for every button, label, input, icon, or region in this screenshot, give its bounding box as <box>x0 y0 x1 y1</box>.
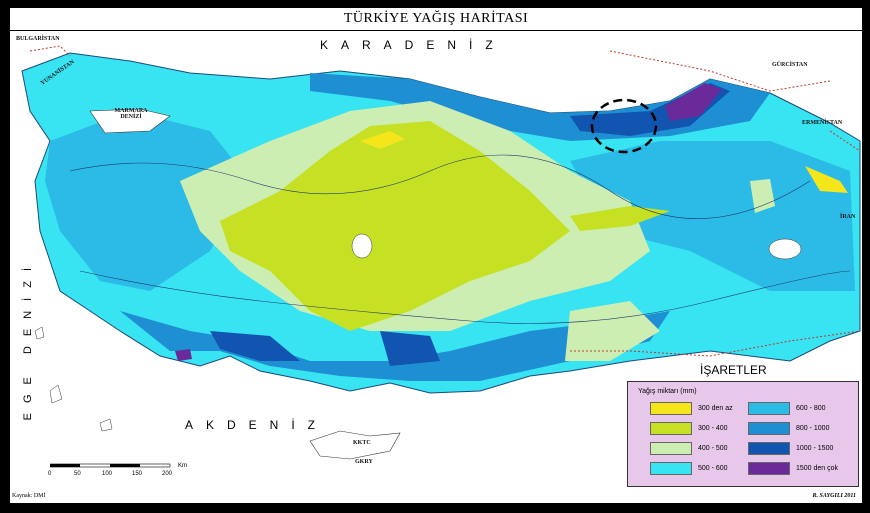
zone-1500-plus-rize <box>665 83 722 121</box>
lake-tuz <box>351 233 373 259</box>
zone-800-1000-south <box>120 311 670 381</box>
scale-unit: Km <box>178 463 187 469</box>
legend-item: 300 den az <box>650 401 733 415</box>
legend-label: 300 den az <box>698 404 733 412</box>
zone-300-400-central <box>220 121 570 331</box>
zone-1000-1500-south <box>210 331 300 361</box>
sea-label-karadeniz: KARADENİZ <box>320 38 506 52</box>
border-line <box>29 45 861 357</box>
scale-bar: 0 50 100 150 200 Km <box>48 461 190 479</box>
contour-line <box>69 154 811 219</box>
legend-item: 500 - 600 <box>650 461 728 475</box>
zone-under-300-igdir <box>805 166 848 193</box>
scale-bar-graphic <box>49 463 171 468</box>
legend-label: 400 - 500 <box>698 444 728 452</box>
scale-tick: 100 <box>102 471 113 477</box>
legend-subtitle: Yağış miktarı (mm) <box>638 388 697 395</box>
lake-van <box>768 238 802 260</box>
country-label-iran: İRAN <box>840 214 856 220</box>
legend-swatch <box>650 401 692 415</box>
legend-label: 1000 - 1500 <box>796 444 834 452</box>
legend-label: 800 - 1000 <box>796 424 830 432</box>
map-area: TÜRKİYE YAĞIŞ HARİTASI <box>10 8 862 503</box>
highlight-circle <box>590 98 658 154</box>
source-credit: Kaynak: DMİ <box>12 493 46 499</box>
legend-swatch <box>748 461 790 475</box>
marmara-sea <box>89 108 171 134</box>
legend-swatch <box>748 421 790 435</box>
legend-item: 800 - 1000 <box>748 421 830 435</box>
country-label-bulgaristan: BULGARİSTAN <box>16 36 60 42</box>
legend-box: Yağış miktarı (mm) 300 den az 300 - 400 … <box>627 381 859 487</box>
legend-item: 1000 - 1500 <box>748 441 834 455</box>
contour-line <box>79 270 851 324</box>
legend-item: 1500 den çok <box>748 461 839 475</box>
legend-swatch <box>650 421 692 435</box>
legend-swatch <box>650 461 692 475</box>
zone-400-500-east <box>565 301 660 361</box>
legend-item: 300 - 400 <box>650 421 728 435</box>
zone-under-300-tuz <box>360 131 405 149</box>
country-label-gurcistan: GÜRCİSTAN <box>772 62 808 68</box>
zone-1000-1500-taurus <box>380 331 440 366</box>
author-credit: R. SAYGILI 2011 <box>812 493 856 499</box>
zone-300-400-east-strip <box>570 206 670 231</box>
legend-swatch <box>748 401 790 415</box>
country-label-kktc: KKTC <box>353 440 371 446</box>
cyprus-island <box>309 430 401 460</box>
legend-title: İŞARETLER <box>700 363 767 377</box>
island <box>34 326 45 340</box>
turkey-precipitation-map <box>21 45 861 460</box>
legend-item: 400 - 500 <box>650 441 728 455</box>
scale-tick: 50 <box>74 471 81 477</box>
scale-tick: 200 <box>162 471 173 477</box>
country-label-gkry: GKRY <box>355 459 373 465</box>
scale-tick: 0 <box>48 471 52 477</box>
legend-item: 600 - 800 <box>748 401 826 415</box>
zone-400-500-igdir <box>750 179 775 213</box>
island <box>99 418 113 432</box>
zone-1500-plus-south <box>175 349 192 361</box>
map-title: TÜRKİYE YAĞIŞ HARİTASI <box>10 8 862 31</box>
island <box>49 384 63 404</box>
legend-label: 300 - 400 <box>698 424 728 432</box>
sea-label-marmara: MARMARA DENİZİ <box>114 108 148 120</box>
legend-swatch <box>748 441 790 455</box>
sea-label-ege: EGE DENİZİ <box>22 258 34 421</box>
legend-label: 600 - 800 <box>796 404 826 412</box>
legend-label: 1500 den çok <box>796 464 839 472</box>
legend-swatch <box>650 441 692 455</box>
scale-tick: 150 <box>132 471 143 477</box>
sea-label-akdeniz: AKDENİZ <box>185 418 329 432</box>
zone-600-800-west <box>45 111 250 291</box>
legend-label: 500 - 600 <box>698 464 728 472</box>
country-label-ermenistan: ERMENİSTAN <box>802 120 843 126</box>
